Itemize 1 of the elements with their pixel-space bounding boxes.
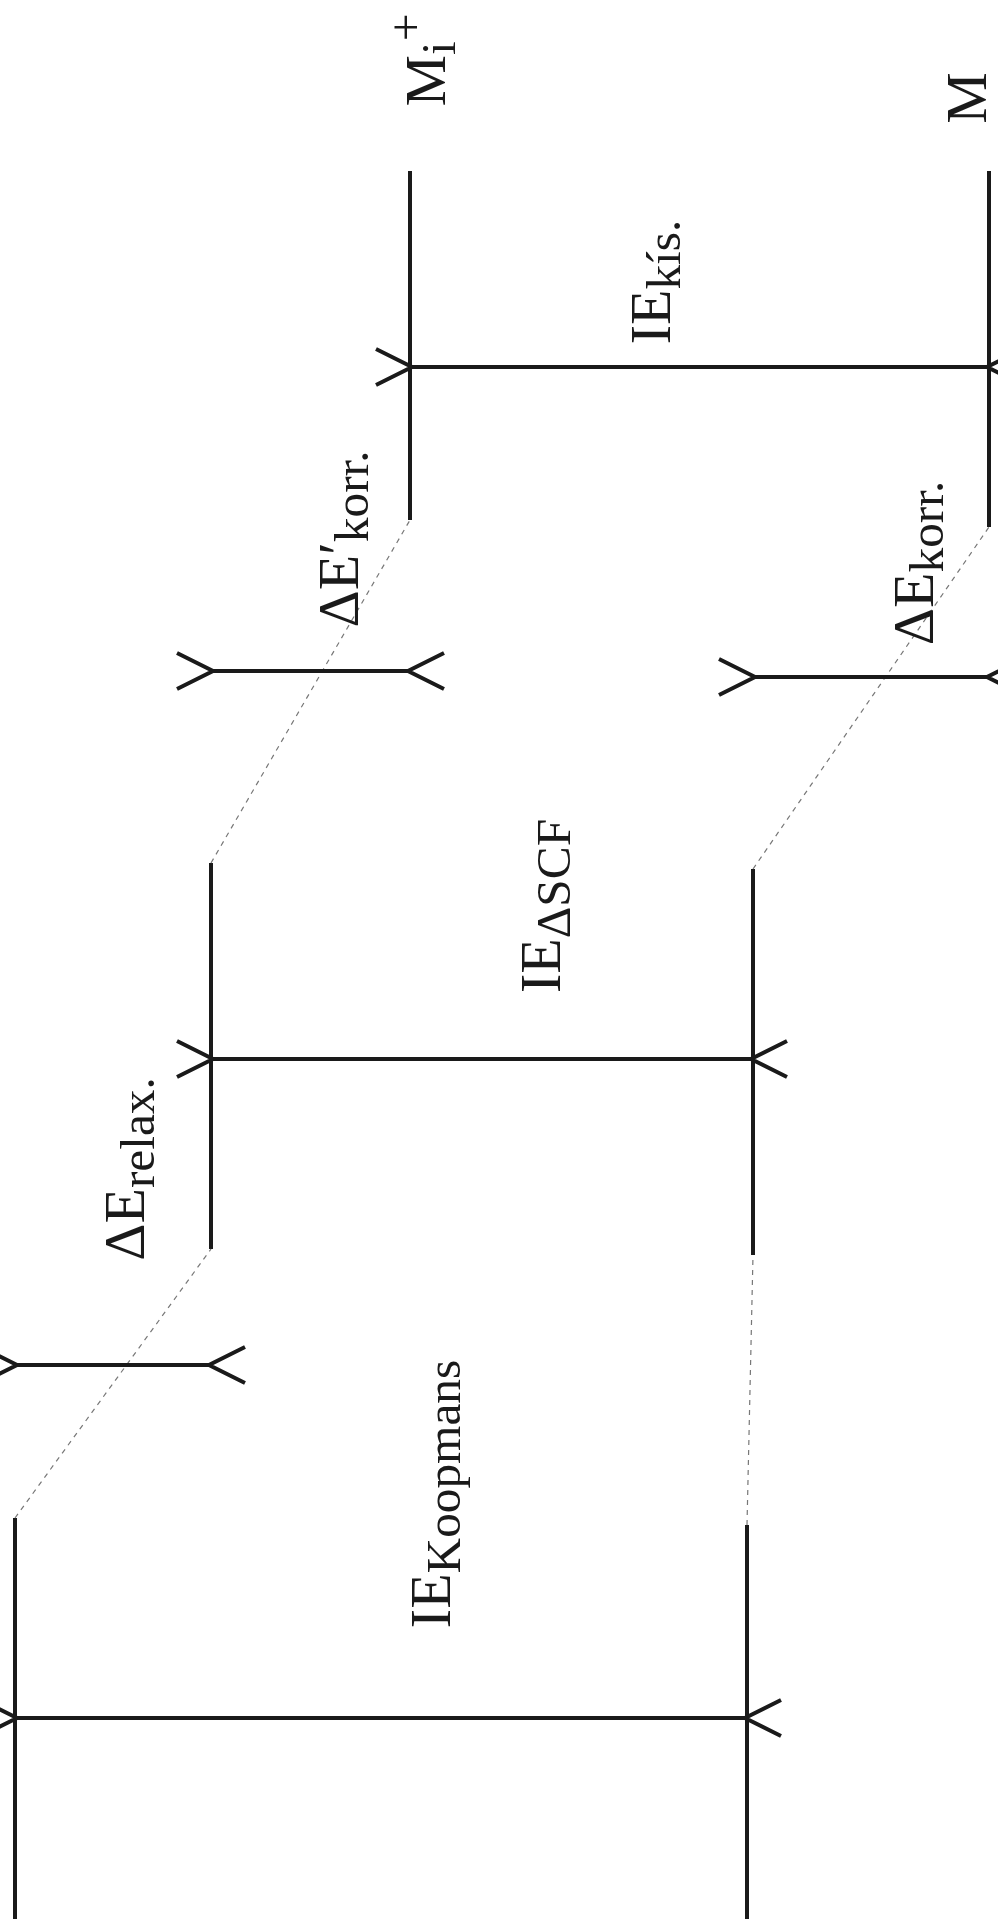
- state-label: M: [938, 72, 996, 124]
